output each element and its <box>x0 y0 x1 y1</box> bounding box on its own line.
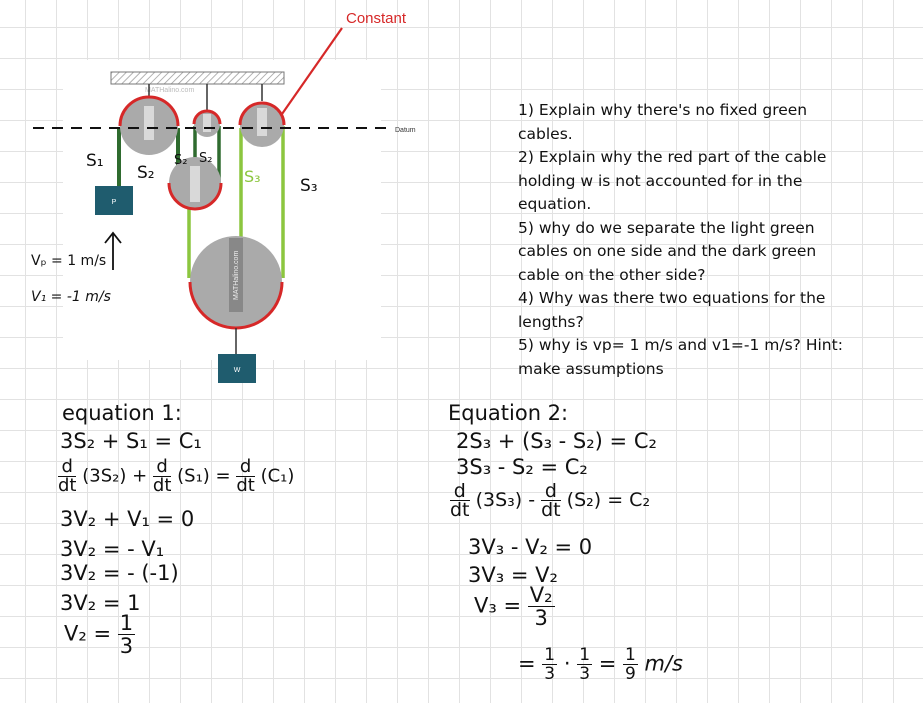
pulley-fixed-small <box>192 109 222 137</box>
datum-label: Datum <box>395 127 416 134</box>
ceiling-support <box>110 71 285 85</box>
pulley-fixed-right <box>238 101 286 147</box>
pulley-moving-middle <box>167 157 223 211</box>
equation-1-line: 3V₂ = - V₁ <box>60 537 165 561</box>
pulley-moving-large: MATHalino.com <box>188 236 284 330</box>
up-arrow-icon <box>104 231 122 270</box>
label-s2: S₂ <box>137 163 155 183</box>
equation-1-line: 3S₂ + S₁ = C₁ <box>60 429 202 453</box>
block-p: P <box>95 184 133 215</box>
label-s1: S₁ <box>86 151 104 171</box>
v1-label: V₁ = -1 m/s <box>31 289 111 305</box>
label-s3b: S₃ <box>300 176 318 196</box>
label-s2c: S₂ <box>199 151 212 166</box>
equation-1-line: 3V₂ + V₁ = 0 <box>60 507 195 531</box>
equation-2-line: 2S₃ + (S₃ - S₂) = C₂ <box>456 429 657 453</box>
question-item: 1) Explain why there's no fixed green ca… <box>518 101 808 143</box>
equation-2-title: Equation 2: <box>448 401 569 425</box>
vp-label: Vₚ = 1 m/s <box>31 253 106 269</box>
question-item: 5) why do we separate the light green ca… <box>518 218 817 284</box>
questions-list: 1) Explain why there's no fixed green ca… <box>518 99 848 381</box>
equation-1-title: equation 1: <box>62 401 182 425</box>
equation-1-line: 3V₂ = 1 <box>60 591 141 615</box>
question-item: 5) why is vp= 1 m/s and v1=-1 m/s? Hint:… <box>518 336 843 378</box>
label-s2b: S₂ <box>174 153 187 168</box>
question-item: 2) Explain why the red part of the cable… <box>518 148 827 213</box>
constant-callout-label: Constant <box>346 10 407 27</box>
equation-2-block: Equation 2: 2S₃ + (S₃ - S₂) = C₂ 3S₃ - S… <box>444 400 914 700</box>
question-item: 4) Why was there two equations for the l… <box>518 289 826 331</box>
equation-2-line: 3S₃ - S₂ = C₂ <box>456 455 588 479</box>
watermark-pulley: MATHalino.com <box>233 251 240 300</box>
pulley-fixed-left <box>118 95 180 155</box>
label-s3a: S₃ <box>244 167 261 186</box>
equation-2-line: 3V₃ - V₂ = 0 <box>468 535 593 559</box>
constant-callout-line <box>281 27 343 115</box>
block-p-label: P <box>112 199 117 206</box>
watermark-top: MATHalino.com <box>145 87 194 94</box>
block-w: W <box>218 354 256 383</box>
equation-2-line: 3V₃ = V₂ <box>468 563 558 587</box>
equation-1-line: 3V₂ = - (-1) <box>60 561 179 585</box>
block-w-label: W <box>234 367 241 374</box>
